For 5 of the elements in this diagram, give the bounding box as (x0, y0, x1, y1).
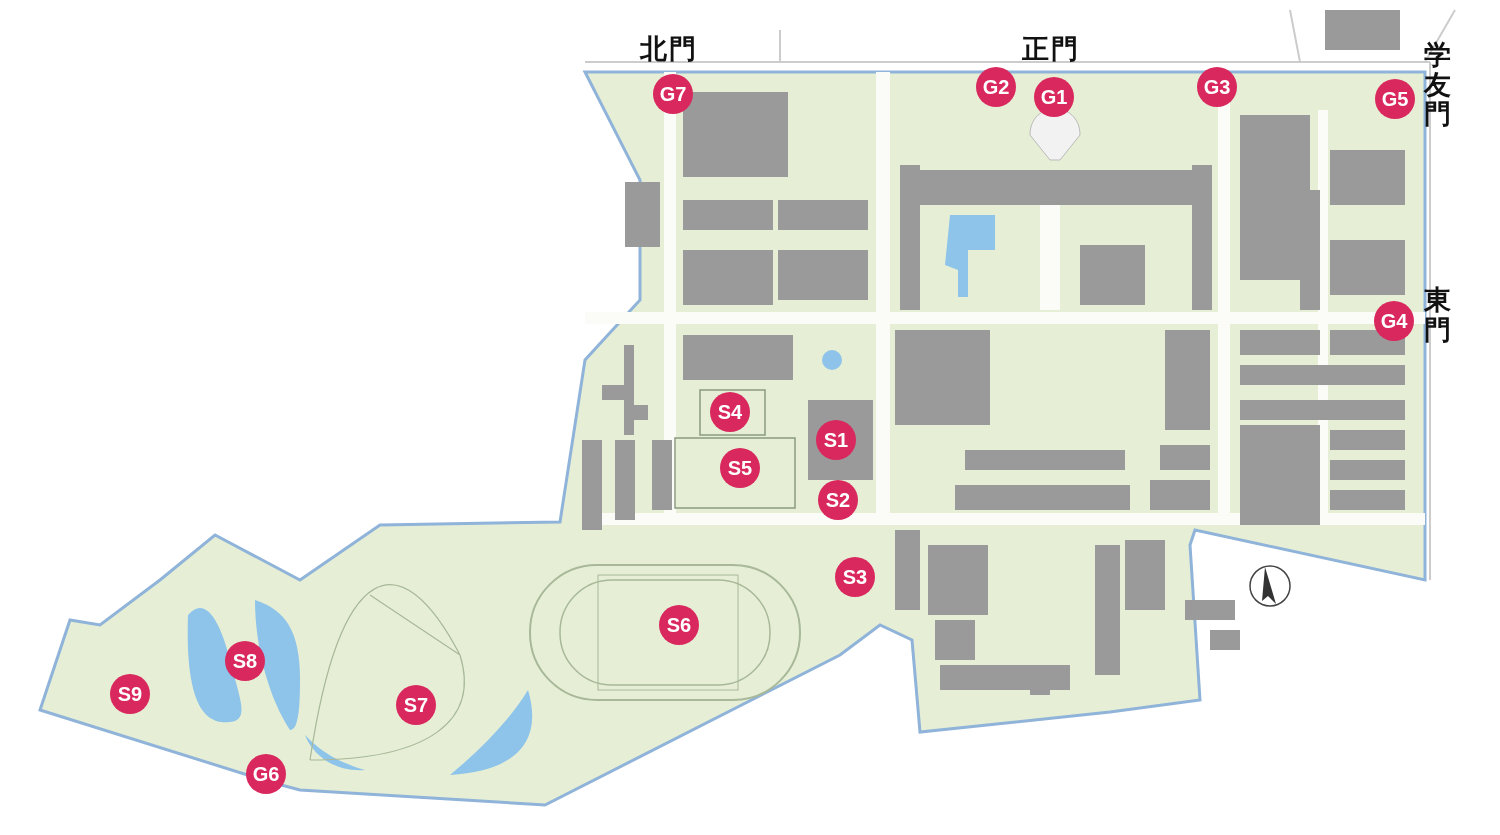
gate-label: 学友門 (1424, 40, 1452, 130)
gate-label: 東門 (1424, 285, 1452, 345)
map-marker: G6 (246, 754, 286, 794)
gate-label: 正門 (1022, 35, 1080, 64)
gate-label: 北門 (640, 35, 698, 64)
